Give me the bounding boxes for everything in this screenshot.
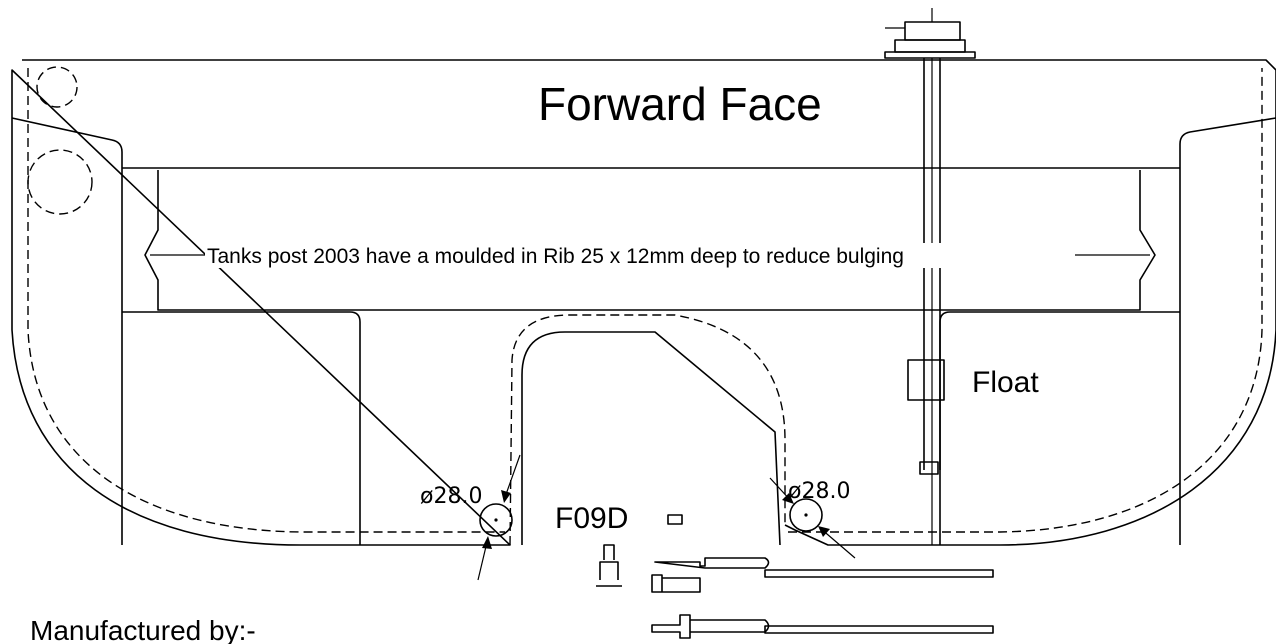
dimension-right: ø28.0 (788, 479, 850, 504)
centre-tunnel (521, 331, 781, 546)
left-lower-panel (122, 311, 361, 545)
float-body (907, 359, 945, 401)
tank-outer-outline (11, 59, 1276, 546)
pickup-pipe-icon (651, 557, 994, 639)
filler-port-dashed (36, 66, 78, 108)
drawing-title: Forward Face (538, 78, 822, 130)
vent-port-dashed (27, 149, 93, 215)
centre-tunnel-dashed (509, 314, 786, 546)
left-outlet-circle (479, 503, 513, 537)
tank-inner-dashed-outline (27, 68, 1263, 533)
fuel-sender-icon (884, 8, 976, 545)
tank-fitting-icon (667, 514, 683, 525)
manufacturer-label: Manufactured by:- (30, 615, 256, 644)
dimension-left: ø28.0 (420, 484, 482, 509)
part-code: F09D (555, 502, 628, 535)
rib-note: Tanks post 2003 have a moulded in Rib 25… (207, 245, 904, 268)
right-lower-panel (939, 311, 1180, 545)
left-chamfer (11, 117, 123, 545)
rib-recess-outline (144, 170, 1156, 311)
float-label: Float (972, 366, 1039, 399)
pickup-fitting (596, 544, 622, 587)
right-outlet-circle (789, 498, 823, 532)
right-chamfer (1179, 117, 1276, 545)
